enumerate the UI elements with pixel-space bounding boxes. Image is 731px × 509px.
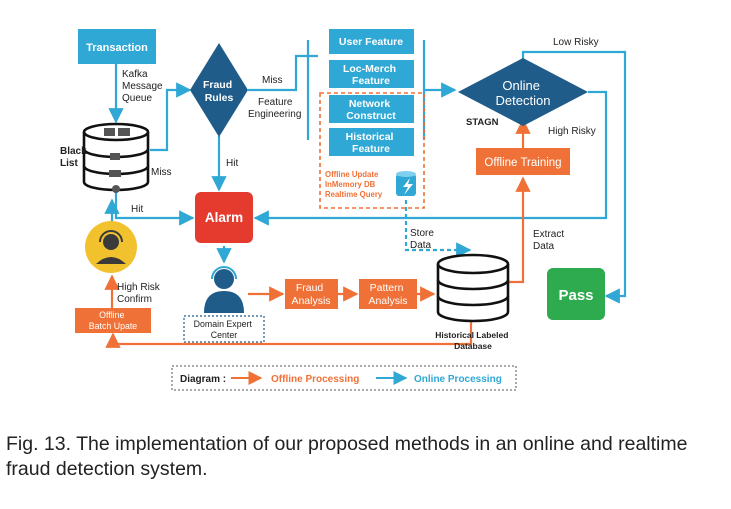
domain-expert-label: Domain Expert Center — [194, 319, 255, 340]
user-feature-label: User Feature — [339, 36, 403, 48]
legend-box — [171, 365, 517, 391]
legend-offline-label: Offline Processing — [271, 374, 359, 385]
fraud-detection-diagram: Transaction Fraud Rules User Feature Loc… — [60, 29, 627, 391]
legend-online-label: Online Processing — [414, 374, 502, 385]
kafka-label: Kafka Message Queue — [122, 69, 165, 104]
edge-database-to-batch — [105, 316, 473, 348]
offline-batch-update-node — [75, 308, 151, 333]
agent-avatar-icon — [85, 221, 137, 273]
domain-expert-box — [183, 315, 265, 343]
legend-title: Diagram : — [180, 374, 226, 385]
miss-blacklist-label: Miss — [151, 167, 172, 178]
alarm-node — [195, 192, 253, 243]
transaction-label: Transaction — [86, 42, 148, 54]
pattern-analysis-node — [359, 279, 417, 309]
offline-connectors — [104, 92, 531, 348]
edge-database-to-training — [508, 176, 531, 284]
inmemory-db-icon — [396, 171, 416, 196]
pattern-analysis-label: Pattern Analysis — [368, 282, 407, 307]
black-list-database-icon — [82, 122, 150, 193]
historical-feature-label: Historical Feature — [346, 131, 397, 155]
online-detection-label: Online Detection — [496, 78, 551, 108]
edge-detection-to-pass — [521, 50, 627, 304]
alarm-label: Alarm — [205, 210, 243, 225]
domain-expert-icon — [204, 266, 244, 313]
feature-engineering-label: Feature Engineering — [248, 97, 301, 120]
figure-caption: Fig. 13. The implementation of our propo… — [6, 433, 688, 480]
online-connectors — [104, 40, 627, 304]
edge-detection-to-alarm — [253, 90, 608, 226]
edge-store-data — [404, 200, 472, 258]
legend: Diagram : Offline Processing Online Proc… — [171, 365, 517, 391]
black-list-label: Black List — [60, 146, 89, 169]
offline-training-node — [476, 148, 570, 175]
network-construct-label: Network Construct — [346, 98, 396, 122]
transaction-node — [78, 29, 156, 64]
offline-update-note: Offline Update InMemory DB Realtime Quer… — [325, 170, 383, 199]
hit-blacklist-label: Hit — [131, 204, 143, 215]
low-risky-label: Low Risky — [553, 37, 599, 48]
hit-rules-label: Hit — [226, 158, 238, 169]
high-risky-label: High Risky — [548, 126, 596, 137]
offline-batch-update-label: Offline Batch Upate — [89, 310, 138, 331]
fraud-analysis-node — [285, 279, 338, 309]
fraud-rules-label: Fraud Rules — [203, 79, 235, 104]
offline-update-box — [319, 92, 425, 209]
miss-rules-label: Miss — [262, 75, 283, 86]
extract-data-label: Extract Data — [533, 229, 567, 252]
pass-label: Pass — [558, 287, 593, 304]
stagn-label: STAGN — [466, 117, 499, 128]
edge-blacklist-to-rules — [150, 82, 192, 152]
loc-merch-feature-node — [329, 60, 414, 88]
user-feature-node — [329, 29, 414, 54]
fraud-analysis-label: Fraud Analysis — [291, 282, 330, 307]
historical-database-icon — [436, 253, 510, 323]
historical-feature-node — [329, 128, 414, 156]
store-data-label: Store Data — [410, 228, 437, 251]
loc-merch-feature-label: Loc-Merch Feature — [343, 63, 399, 87]
network-construct-node — [329, 95, 414, 123]
fraud-rules-node — [190, 43, 248, 137]
high-risk-confirm-label: High Risk Confirm — [117, 282, 163, 305]
pass-node — [547, 268, 605, 320]
offline-training-label: Offline Training — [484, 157, 561, 169]
historical-database-label: Historical Labeled Database — [435, 330, 511, 351]
edge-blacklist-to-alarm — [114, 190, 195, 226]
online-detection-node — [458, 58, 588, 126]
